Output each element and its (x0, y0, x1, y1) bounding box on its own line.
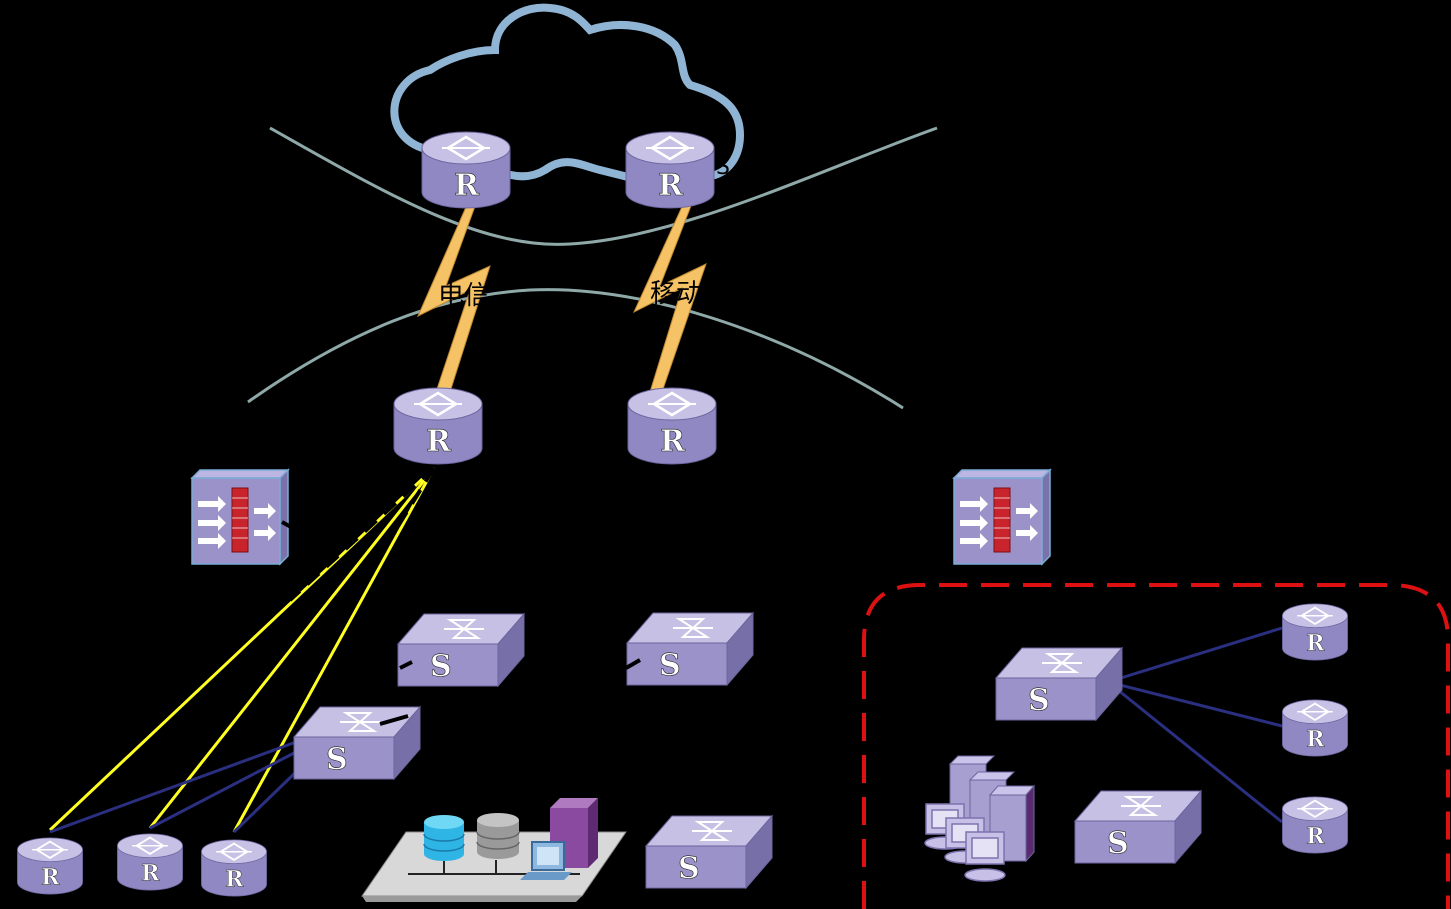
carrier-mobile-label: 移动 (650, 279, 702, 309)
svg-text:R: R (660, 424, 686, 459)
branch-region-boundary (862, 583, 1450, 909)
server-switch[interactable]: S (645, 815, 773, 889)
core-switch-left[interactable]: S (397, 613, 525, 687)
svg-text:R: R (225, 867, 244, 893)
svg-text:R: R (658, 168, 684, 203)
branch-servers-cluster (924, 755, 1036, 882)
branch-switch-top[interactable]: S (995, 647, 1123, 721)
svg-text:S: S (659, 648, 681, 683)
svg-text:S: S (430, 649, 452, 684)
access-router-1[interactable]: R (16, 836, 84, 896)
svg-text:R: R (454, 168, 480, 203)
workstation-icon (520, 841, 572, 880)
branch-router-2[interactable]: R (1281, 698, 1349, 758)
branch-router-1[interactable]: R (1281, 602, 1349, 662)
svg-text:S: S (1028, 683, 1050, 718)
black-connectors (281, 520, 641, 726)
svg-text:S: S (678, 851, 700, 886)
core-switch-right[interactable]: S (626, 612, 754, 686)
edge-router-right[interactable]: R (626, 386, 718, 466)
server-farm (361, 798, 627, 902)
svg-text:S: S (1107, 826, 1129, 861)
svg-text:R: R (1306, 631, 1325, 657)
svg-text:R: R (1306, 727, 1325, 753)
access-switch[interactable]: S (293, 706, 421, 780)
access-router-2[interactable]: R (116, 832, 184, 892)
svg-text:S: S (326, 742, 348, 777)
black-dashed-links (288, 466, 436, 622)
internet-cloud (390, 3, 745, 185)
isp-router-telecom[interactable]: R (420, 130, 512, 210)
access-router-3[interactable]: R (200, 838, 268, 898)
svg-text:R: R (41, 865, 60, 891)
svg-text:R: R (1306, 824, 1325, 850)
svg-text:R: R (141, 861, 160, 887)
blue-links (49, 626, 1283, 834)
edge-router-left[interactable]: R (392, 386, 484, 466)
database-icon (423, 815, 465, 861)
lower-boundary-curve (247, 288, 904, 410)
carrier-telecom-label: 电信 (438, 281, 490, 311)
isp-label: S (716, 155, 730, 180)
branch-router-3[interactable]: R (1281, 795, 1349, 855)
upper-boundary-curve (269, 126, 938, 246)
firewall-right[interactable] (953, 469, 1051, 565)
svg-text:R: R (426, 424, 452, 459)
storage-icon (476, 813, 520, 859)
branch-switch-bottom[interactable]: S (1074, 790, 1202, 864)
firewall-left[interactable] (191, 469, 289, 565)
isp-router-mobile[interactable]: R (624, 130, 716, 210)
